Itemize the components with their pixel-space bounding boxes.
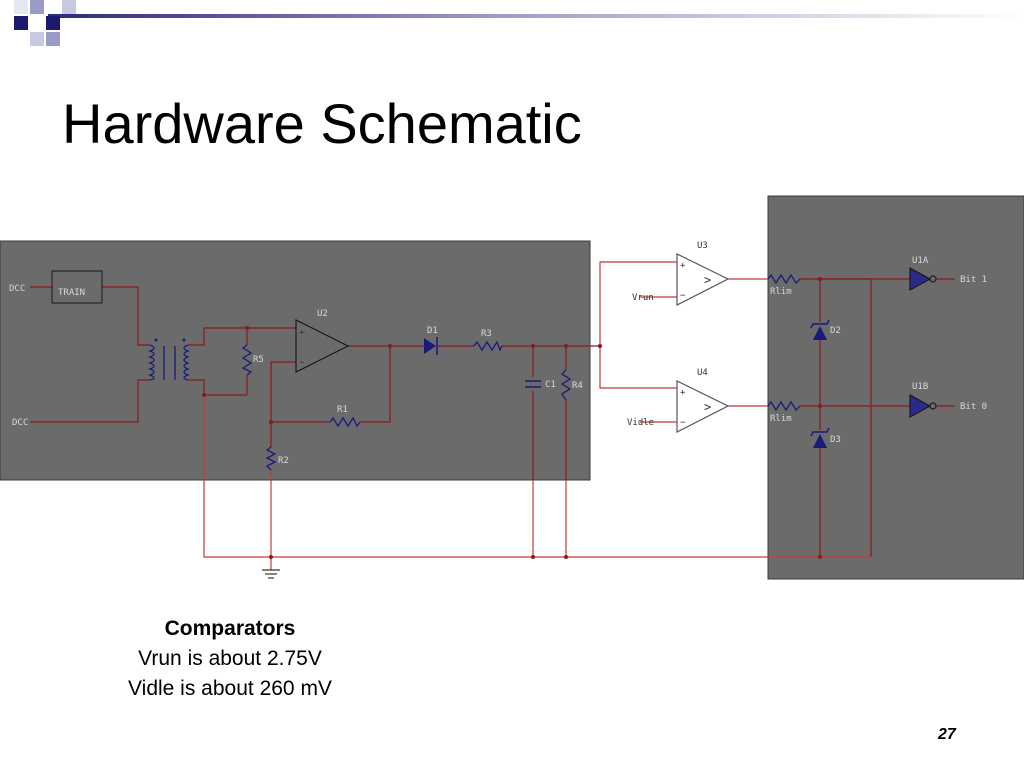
- resistor-r5: [241, 344, 253, 376]
- rlim-top-label: Rlim: [770, 287, 792, 297]
- comparator-u3: [676, 253, 730, 306]
- rlim-bottom-label: Rlim: [770, 414, 792, 424]
- inverter-u1b: [909, 393, 937, 419]
- d2-label: D2: [830, 326, 841, 336]
- r1-label: R1: [337, 405, 348, 415]
- caption-vidle: Vidle is about 260 mV: [128, 677, 332, 700]
- resistor-r3: [473, 340, 503, 352]
- zener-d3: [810, 427, 830, 448]
- u3-compare: >: [704, 273, 711, 287]
- resistor-r2: [265, 446, 277, 471]
- diode-d1: [424, 337, 438, 355]
- slide-title: Hardware Schematic: [62, 92, 582, 155]
- resistor-rlim-bottom: [767, 400, 801, 412]
- u3-plus: +: [680, 261, 686, 271]
- r2-label: R2: [278, 456, 289, 466]
- train-block: [51, 270, 103, 304]
- wires-internal: [30, 278, 955, 557]
- u2-plus: +: [299, 328, 305, 338]
- resistor-rlim-top: [767, 273, 801, 285]
- transformer-symbol: [148, 338, 190, 381]
- r5-label: R5: [253, 355, 264, 365]
- comparator-u4: [676, 380, 730, 433]
- u4-compare: >: [704, 400, 711, 414]
- wires-external: [203, 261, 871, 570]
- capacitor-c1: [525, 380, 541, 388]
- u2-minus: −: [299, 358, 305, 368]
- resistor-r1: [329, 416, 361, 428]
- u4-minus: −: [680, 418, 686, 428]
- zener-d2: [810, 319, 830, 340]
- bit0-label: Bit 0: [960, 402, 987, 412]
- u2-label: U2: [317, 309, 328, 319]
- ground-icon: [262, 569, 280, 579]
- output-stage-panel: [767, 195, 1024, 580]
- r4-label: R4: [572, 381, 583, 391]
- d3-label: D3: [830, 435, 841, 445]
- train-label: TRAIN: [58, 288, 85, 298]
- bit1-label: Bit 1: [960, 275, 987, 285]
- caption-vrun: Vrun is about 2.75V: [138, 647, 322, 670]
- header-decoration: [14, 0, 1024, 46]
- opamp-u2: [295, 319, 350, 373]
- page-number: 27: [938, 726, 956, 743]
- vrun-label: Vrun: [632, 293, 654, 303]
- c1-label: C1: [545, 380, 556, 390]
- u1a-label: U1A: [912, 256, 929, 266]
- u4-plus: +: [680, 388, 686, 398]
- dcc-top-label: DCC: [9, 284, 25, 294]
- r3-label: R3: [481, 329, 492, 339]
- u4-label: U4: [697, 368, 708, 378]
- resistor-r4: [560, 369, 572, 401]
- comparators-caption: Comparators Vrun is about 2.75V Vidle is…: [80, 614, 380, 704]
- inverter-u1a: [909, 266, 937, 292]
- caption-title: Comparators: [164, 617, 296, 640]
- d1-label: D1: [427, 326, 438, 336]
- input-stage-panel: [0, 240, 591, 481]
- dcc-bottom-label: DCC: [12, 418, 28, 428]
- u1b-label: U1B: [912, 382, 928, 392]
- junction-dots: [202, 277, 822, 559]
- vidle-label: Vidle: [627, 418, 654, 428]
- u3-label: U3: [697, 241, 708, 251]
- u3-minus: −: [680, 291, 686, 301]
